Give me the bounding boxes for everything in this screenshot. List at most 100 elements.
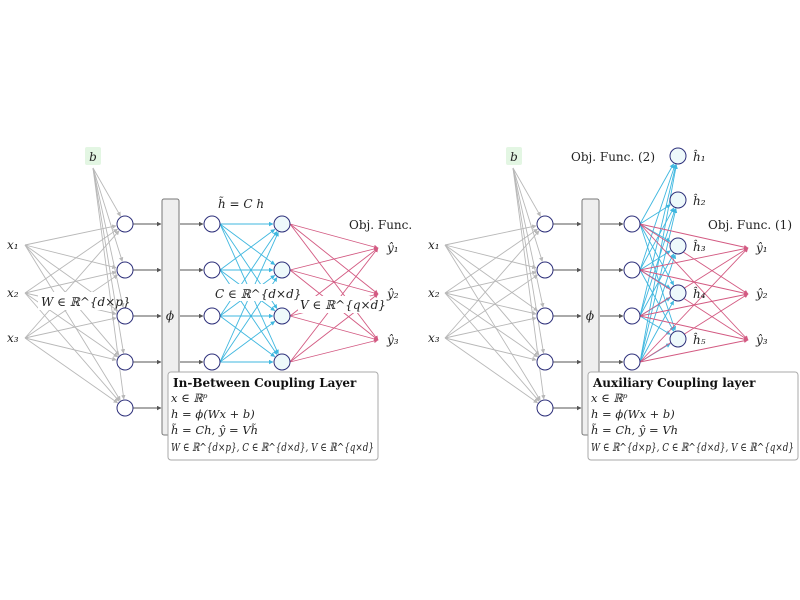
bias-edge: [92, 167, 121, 217]
right-info-box: [587, 371, 799, 461]
right-hhat-node-2: [669, 191, 687, 209]
left-info-line-2: h = ϕ(Wx + b): [171, 407, 255, 421]
right-bias-background: [506, 147, 522, 165]
right-hidden-node-4: [536, 353, 554, 371]
right-hhat-node-4: [669, 284, 687, 302]
right-activated-node-1: [623, 215, 641, 233]
left-objective-label: Obj. Func.: [349, 218, 412, 232]
output-edge: [639, 247, 749, 363]
right-hhat-node-3: [669, 237, 687, 255]
left-input-x1: x₁: [7, 238, 19, 252]
left-diagram: b x₁ x₂ x₃ W ∈ ℝ^{d×p} ϕ h̃ = C h C ∈ ℝ^…: [7, 147, 412, 461]
auxiliary-edge: [639, 269, 675, 332]
right-hidden-node-3: [536, 307, 554, 325]
right-input-x1: x₁: [428, 238, 440, 252]
left-info-line-4: W ∈ ℝ^{d×p}, C ∈ ℝ^{d×d}, V ∈ ℝ^{q×d}: [171, 440, 374, 454]
right-info-line-4: W ∈ ℝ^{d×p}, C ∈ ℝ^{d×d}, V ∈ ℝ^{q×d}: [591, 440, 794, 454]
coupling-edge: [219, 223, 276, 265]
input-edge: [444, 244, 537, 270]
auxiliary-edge: [639, 164, 677, 271]
bias-edge: [92, 167, 125, 308]
output-edge: [639, 246, 749, 271]
left-c-label: C ∈ ℝ^{d×d}: [215, 287, 301, 301]
bias-edge: [512, 167, 541, 217]
bias-edge: [512, 167, 546, 354]
right-input-x3: x₃: [428, 331, 440, 345]
right-info-title: Auxiliary Coupling layer: [592, 376, 756, 390]
coupling-edge: [219, 229, 276, 271]
left-hidden-node-2: [116, 261, 134, 279]
auxiliary-edge: [639, 207, 675, 271]
right-hidden-node-1: [536, 215, 554, 233]
input-edge: [444, 244, 539, 312]
right-info-line-2: h = ϕ(Wx + b): [591, 407, 675, 421]
auxiliary-edge: [639, 300, 675, 363]
right-diagram: b x₁ x₂ x₃ ϕ ĥ₁ ĥ₂ ĥ₃ ĥ₄ ĥ₅ Obj. Func. (…: [428, 147, 799, 461]
left-hidden-node-5: [116, 399, 134, 417]
input-edge: [444, 292, 538, 358]
left-output-y3: ŷ₃: [386, 333, 399, 347]
input-edge: [444, 244, 540, 356]
input-edge: [24, 316, 117, 339]
left-w-label: W ∈ ℝ^{d×p}: [41, 295, 131, 309]
auxiliary-edge: [639, 254, 677, 363]
right-hhat-label-3: ĥ₃: [693, 239, 706, 254]
right-output-y2: ŷ₂: [755, 287, 768, 301]
right-objective-2-label: Obj. Func. (2): [571, 150, 655, 164]
coupling-edge: [219, 315, 276, 357]
bias-edge: [92, 167, 126, 354]
coupling-edge: [219, 321, 276, 363]
left-htilde-node-4: [273, 353, 291, 371]
right-hhat-label-2: ĥ₂: [693, 193, 706, 208]
right-input-x2: x₂: [428, 286, 440, 300]
left-htilde-equation: h̃ = C h: [218, 195, 264, 211]
bias-edge: [512, 167, 544, 262]
right-activated-node-4: [623, 353, 641, 371]
output-edge: [289, 223, 379, 250]
right-hhat-label-4: ĥ₄: [693, 286, 706, 301]
bias-edge: [512, 167, 545, 308]
left-htilde-node-1: [273, 215, 291, 233]
input-edge: [444, 316, 537, 339]
output-edge: [639, 223, 749, 250]
left-info-title: In-Between Coupling Layer: [173, 376, 357, 390]
right-hhat-node-1: [669, 147, 687, 165]
input-edge: [24, 270, 117, 294]
left-info-box: [167, 371, 379, 461]
right-info-line-1: x ∈ ℝᵖ: [591, 391, 628, 405]
bias-edge: [92, 167, 124, 262]
input-edge: [444, 244, 541, 401]
left-activated-node-3: [203, 307, 221, 325]
left-activated-node-1: [203, 215, 221, 233]
auxiliary-edge: [639, 163, 675, 225]
left-info-line-3: h̃ = Ch, ŷ = Vh̃: [171, 423, 258, 437]
left-htilde-node-3: [273, 307, 291, 325]
input-edge: [444, 274, 538, 339]
right-hhat-node-5: [669, 330, 687, 348]
right-hhat-label-5: ĥ₅: [693, 332, 706, 347]
left-htilde-node-2: [273, 261, 291, 279]
output-edge: [289, 338, 379, 363]
auxiliary-edge: [639, 315, 671, 335]
left-w-label-bg: [38, 292, 108, 310]
input-edge: [24, 337, 118, 404]
output-edge: [289, 246, 379, 271]
left-v-label: V ∈ ℝ^{q×d}: [300, 298, 386, 312]
left-hidden-node-1: [116, 215, 134, 233]
right-output-y3: ŷ₃: [755, 333, 768, 347]
auxiliary-edge: [639, 208, 677, 317]
output-edge: [639, 338, 749, 363]
left-input-x2: x₂: [7, 286, 19, 300]
left-info-line-1: x ∈ ℝᵖ: [171, 391, 208, 405]
output-edge: [639, 293, 749, 363]
right-activated-node-3: [623, 307, 641, 325]
right-info-line-3: h̃ = Ch, ŷ = Vh: [591, 423, 678, 437]
input-edge: [444, 292, 540, 402]
input-edge: [444, 337, 537, 362]
right-activated-node-2: [623, 261, 641, 279]
left-hidden-node-3: [116, 307, 134, 325]
input-edge: [24, 244, 117, 270]
left-activated-node-4: [203, 353, 221, 371]
right-hhat-label-1: ĥ₁: [693, 149, 706, 164]
